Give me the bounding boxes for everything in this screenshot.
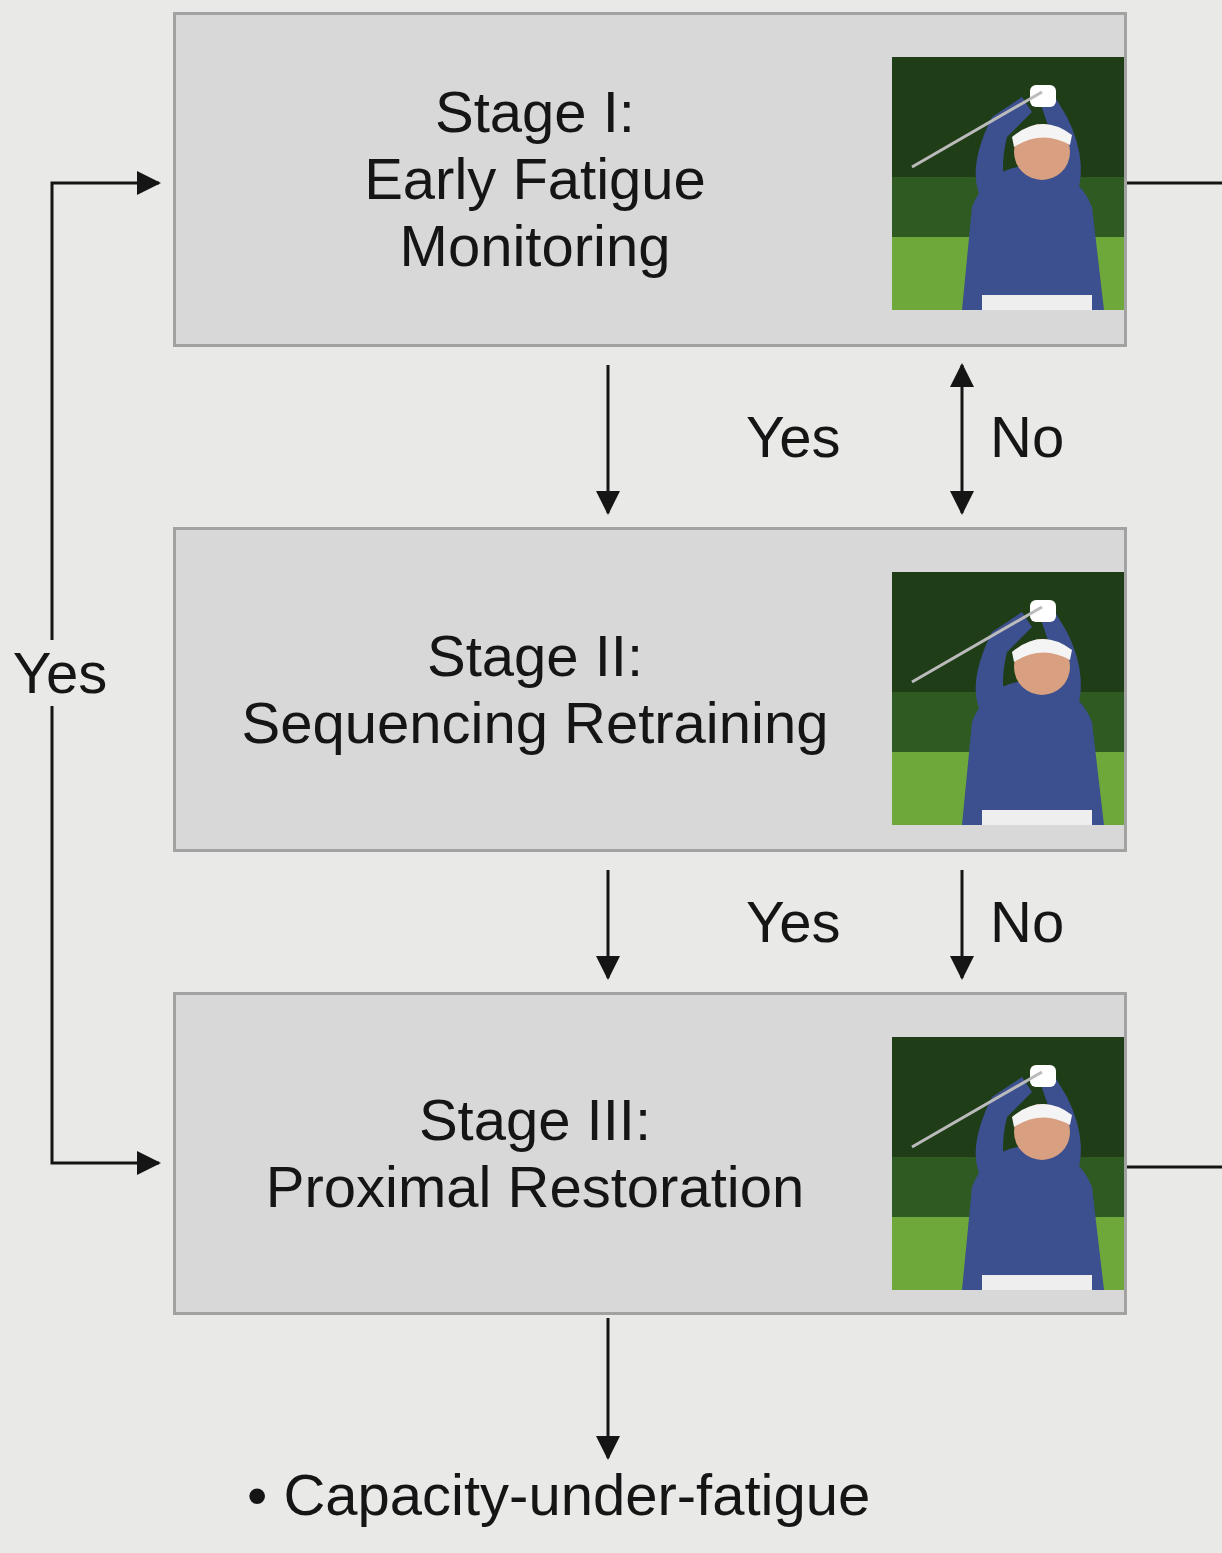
text-area: Stage II:Sequencing Retraining — [176, 530, 894, 849]
golfer-photo — [892, 57, 1124, 310]
outcome-text: • Capacity-under-fatigue — [247, 1462, 870, 1529]
flow-arrow — [607, 365, 610, 513]
stage-title: Early Fatigue Monitoring — [275, 146, 795, 279]
outcome-arrow — [607, 1318, 610, 1458]
stage-title: Proximal Restoration — [266, 1154, 804, 1221]
text-area: Stage III:Proximal Restoration — [176, 995, 894, 1312]
stage-box: Stage I:Early Fatigue Monitoring — [173, 12, 1127, 347]
edge-label: Yes — [9, 640, 112, 707]
stage-box: Stage III:Proximal Restoration — [173, 992, 1127, 1315]
edge-label: No — [986, 889, 1068, 956]
edge-label: Yes — [742, 889, 845, 956]
side-stub — [1127, 182, 1222, 185]
stage-heading: Stage III: — [419, 1087, 651, 1154]
golfer-photo — [892, 1037, 1124, 1290]
edge-label: Yes — [742, 404, 845, 471]
stage-title: Sequencing Retraining — [242, 690, 829, 757]
stage-box: Stage II:Sequencing Retraining — [173, 527, 1127, 852]
side-stub — [1127, 1166, 1222, 1169]
flow-arrow — [961, 365, 964, 513]
golfer-photo — [892, 572, 1124, 825]
flow-arrow — [607, 870, 610, 978]
edge-label: No — [986, 404, 1068, 471]
stage-heading: Stage I: — [435, 79, 635, 146]
stage-heading: Stage II: — [427, 623, 643, 690]
text-area: Stage I:Early Fatigue Monitoring — [176, 15, 894, 344]
flow-arrow — [961, 870, 964, 978]
